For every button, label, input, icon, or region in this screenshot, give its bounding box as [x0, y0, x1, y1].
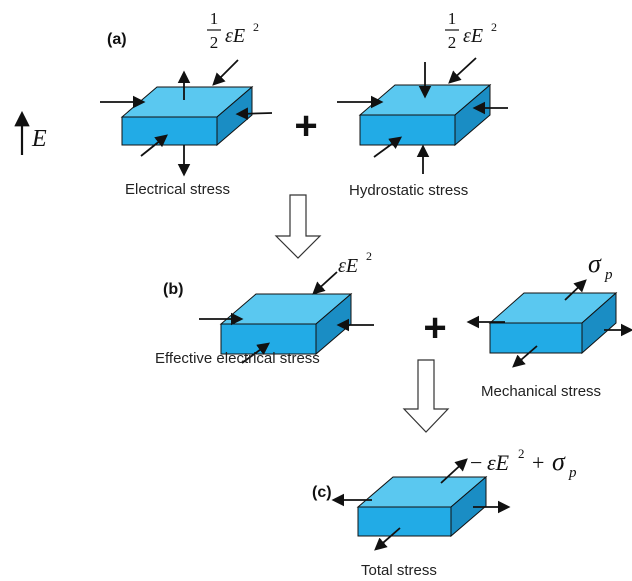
arrow-out-front: [374, 527, 401, 551]
hydrostatic-stress-formula: 1 2 εE 2: [445, 9, 497, 52]
arrow-into-top: [312, 271, 338, 295]
total-stress-formula: − εE 2 + σ p: [470, 446, 577, 481]
arrow-into-top: [212, 59, 239, 86]
formula-variable: εE: [487, 450, 510, 475]
effective-electrical-stress-box: [219, 292, 353, 356]
arrow-into-right: [235, 107, 273, 121]
hollow-down-arrow-1: [274, 194, 322, 259]
formula-variable-2: σ: [552, 447, 566, 476]
formula-exponent: 2: [366, 249, 372, 263]
electrical-stress-caption: Electrical stress: [125, 181, 230, 198]
arrow-out-top: [440, 458, 468, 484]
arrow-into-top: [448, 57, 477, 84]
total-stress-caption: Total stress: [361, 562, 437, 579]
box-front-face: [121, 116, 218, 146]
effective-electrical-stress-caption: Effective electrical stress: [155, 350, 320, 367]
hydrostatic-stress-box: [358, 83, 492, 147]
panel-label-b: (b): [163, 281, 183, 298]
field-symbol: E: [31, 126, 47, 152]
formula-variable: εE: [225, 25, 245, 47]
formula-denominator: 2: [210, 33, 219, 52]
formula-minus: −: [470, 450, 482, 475]
arrow-into-front: [373, 136, 403, 158]
formula-exponent: 2: [253, 20, 259, 34]
formula-exponent: 2: [518, 446, 525, 461]
mechanical-stress-formula: σ p: [588, 249, 613, 283]
formula-variable: εE: [338, 255, 358, 277]
box-front-face: [359, 114, 456, 146]
arrow-out-front: [512, 345, 538, 368]
arrow-into-front: [140, 134, 168, 157]
total-stress-box: [356, 475, 488, 538]
arrow-into-front: [241, 342, 271, 364]
total-stress-arrows: [331, 458, 511, 551]
formula-plus: +: [532, 450, 544, 475]
arrow-out-top: [564, 279, 587, 301]
hydrostatic-stress-arrows: [337, 57, 508, 174]
formula-numerator: 1: [448, 9, 457, 28]
plus-operator-b: +: [423, 306, 446, 350]
formula-subscript: p: [568, 465, 577, 481]
box-front-face: [357, 506, 452, 537]
hydrostatic-stress-caption: Hydrostatic stress: [349, 182, 468, 199]
electrical-stress-formula: 1 2 εE 2: [207, 9, 259, 52]
formula-variable: σ: [588, 249, 602, 278]
electric-field-indicator: E: [14, 110, 47, 155]
mechanical-stress-caption: Mechanical stress: [481, 383, 601, 400]
hollow-down-arrow-2: [402, 359, 450, 433]
formula-denominator: 2: [448, 33, 457, 52]
formula-variable: εE: [463, 25, 483, 47]
panel-label-a: (a): [107, 31, 127, 48]
formula-numerator: 1: [210, 9, 219, 28]
electrical-stress-box: [120, 85, 254, 147]
formula-subscript: p: [604, 267, 613, 283]
mechanical-stress-arrows: [466, 279, 632, 368]
effective-electrical-stress-arrows: [199, 271, 374, 364]
plus-operator-a: +: [294, 104, 317, 148]
effective-electrical-stress-formula: εE 2: [338, 249, 372, 277]
panel-label-c: (c): [312, 484, 332, 501]
mechanical-stress-box: [488, 291, 618, 355]
electrical-stress-arrows: [100, 59, 273, 177]
box-front-face: [489, 322, 583, 354]
formula-exponent: 2: [491, 20, 497, 34]
